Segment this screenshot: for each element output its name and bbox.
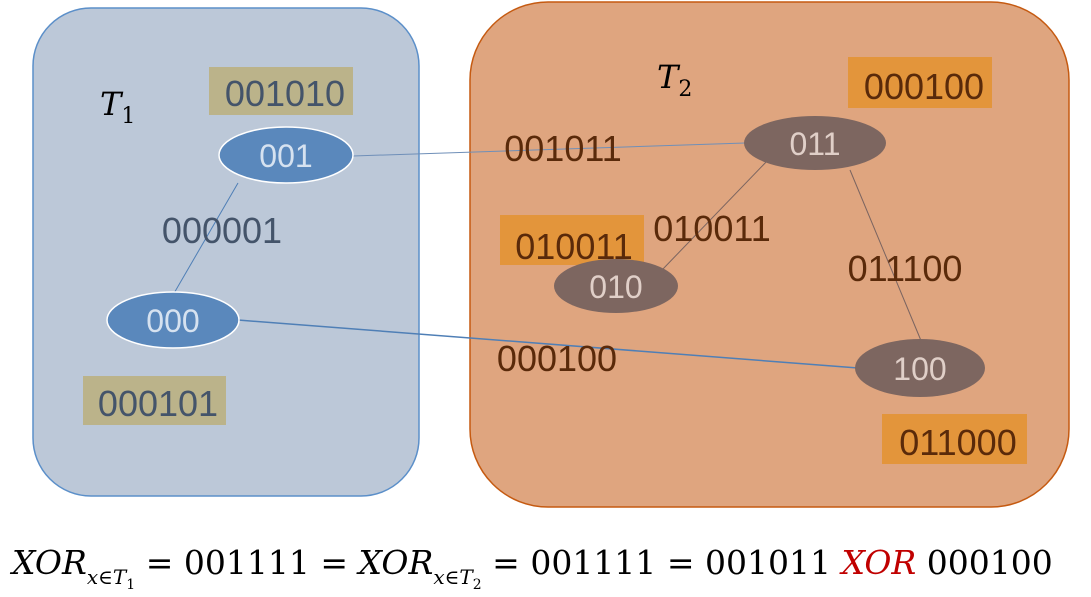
equals-1: = xyxy=(145,543,174,582)
region-t1 xyxy=(32,7,420,497)
tag-text-000: 000101 xyxy=(98,383,218,424)
tag-box-011 xyxy=(848,57,992,108)
value-3: 001011 xyxy=(704,543,831,582)
tag-box-000 xyxy=(83,376,226,425)
node-label-010: 010 xyxy=(589,269,642,305)
node-001 xyxy=(218,126,354,184)
edge-label-011-010: 010011 xyxy=(653,208,770,249)
value-2: 001111 xyxy=(530,543,657,582)
equals-4: = xyxy=(666,543,695,582)
subscript-t1: x∈T1 xyxy=(86,565,136,593)
xor-term-2: XOR xyxy=(358,543,434,582)
xor-operator-red: XOR xyxy=(841,543,917,582)
node-011 xyxy=(744,116,886,170)
edge-label-001-000: 000001 xyxy=(162,210,282,251)
tag-text-001: 001010 xyxy=(225,73,345,114)
edge-label-011-100: 011100 xyxy=(848,248,963,289)
tag-text-010: 010011 xyxy=(515,226,632,267)
node-label-001: 001 xyxy=(259,138,312,174)
tag-box-010 xyxy=(500,215,644,265)
node-label-000: 000 xyxy=(146,303,199,339)
edge-000-100 xyxy=(237,319,859,369)
edge-011-010 xyxy=(661,159,769,271)
edge-label-001-011: 001011 xyxy=(504,128,621,169)
tag-box-001 xyxy=(209,67,353,115)
node-label-011: 011 xyxy=(789,126,840,162)
node-000 xyxy=(106,291,240,349)
node-100 xyxy=(855,339,985,397)
value-1: 001111 xyxy=(183,543,310,582)
equals-2: = xyxy=(320,543,348,582)
tag-text-100: 011000 xyxy=(899,422,1016,463)
xor-equation: XORx∈T1 = 001111 = XORx∈T2 = 001111 = 00… xyxy=(12,538,1087,593)
node-label-100: 100 xyxy=(893,351,946,387)
subscript-t2: x∈T2 xyxy=(433,565,482,593)
edge-001-000 xyxy=(172,182,239,296)
region-t1-label: T1 xyxy=(100,85,135,129)
edge-001-011 xyxy=(352,142,746,157)
edge-label-000-100: 000100 xyxy=(497,338,617,379)
node-010 xyxy=(554,259,678,313)
equals-3: = xyxy=(492,543,520,582)
tag-box-100 xyxy=(882,414,1027,464)
xor-term-1: XOR xyxy=(12,543,87,582)
value-4: 000100 xyxy=(926,543,1053,582)
tag-text-011: 000100 xyxy=(864,66,984,107)
region-t2-label: T2 xyxy=(657,58,692,102)
edge-011-100 xyxy=(849,169,923,344)
